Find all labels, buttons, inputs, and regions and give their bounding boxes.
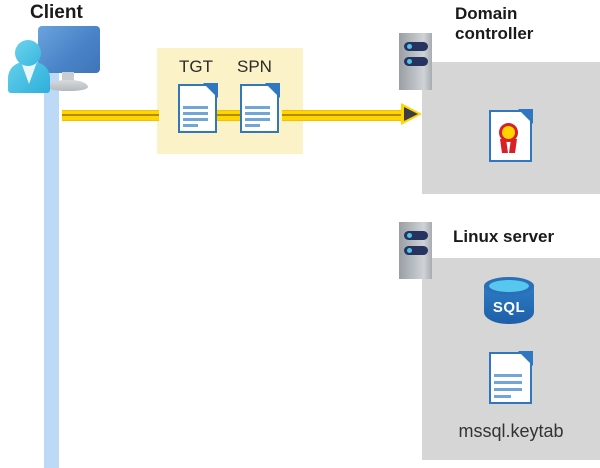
spn-doc-line-1: [245, 106, 270, 109]
certificate-document-fold: [518, 109, 533, 124]
sql-database-icon: SQL: [484, 277, 534, 331]
flow-arrow-segment-left: [62, 110, 159, 121]
keytab-doc-line-3: [494, 388, 522, 391]
keytab-doc-line-1: [494, 374, 522, 377]
dc-server-dot-2: [407, 59, 412, 64]
dc-server-dot-1: [407, 44, 412, 49]
keytab-document-icon: [489, 351, 533, 404]
spn-doc-line-3: [245, 118, 270, 121]
dc-server-slot-1: [404, 42, 428, 51]
linux-server-slot-1: [404, 231, 428, 240]
certificate-seal-icon: [499, 123, 518, 142]
sql-database-label: SQL: [492, 299, 526, 316]
spn-doc-line-4: [245, 124, 260, 127]
flow-arrow-segment-right: [282, 110, 404, 121]
certificate-document-icon: [489, 109, 533, 162]
linux-server-dot-1: [407, 233, 412, 238]
linux-server-title: Linux server: [453, 227, 555, 246]
client-user-monitor-icon: [8, 26, 100, 93]
keytab-doc-line-2: [494, 381, 522, 384]
spn-document-fold: [265, 83, 280, 98]
spn-label: SPN: [237, 57, 272, 76]
linux-server-slot-2: [404, 246, 428, 255]
keytab-filename-label: mssql.keytab: [458, 421, 564, 441]
monitor-screen-icon: [38, 26, 100, 73]
tgt-doc-line-3: [183, 118, 208, 121]
linux-server-icon: [399, 222, 432, 279]
domain-controller-server-icon: [399, 33, 432, 90]
flow-arrow-head-icon: [404, 107, 418, 121]
tgt-doc-line-2: [183, 112, 208, 115]
sql-database-top-inner: [489, 280, 529, 292]
monitor-neck-icon: [62, 72, 74, 82]
client-lifeline: [44, 68, 59, 468]
keytab-document-fold: [518, 351, 533, 366]
person-head-icon: [15, 40, 41, 66]
domain-controller-title: Domain controller: [455, 4, 534, 44]
linux-server-dot-2: [407, 248, 412, 253]
client-title: Client: [30, 2, 83, 23]
keytab-doc-line-4: [494, 395, 511, 398]
tgt-document-icon: [178, 83, 218, 133]
flow-arrow-segment-middle: [213, 110, 241, 121]
tgt-document-fold: [203, 83, 218, 98]
sql-database-top: [484, 277, 534, 295]
monitor-base-icon: [48, 80, 88, 91]
tgt-doc-line-4: [183, 124, 198, 127]
person-collar-icon: [21, 62, 37, 84]
dc-server-slot-2: [404, 57, 428, 66]
spn-document-icon: [240, 83, 280, 133]
tgt-label: TGT: [179, 57, 213, 76]
spn-doc-line-2: [245, 112, 270, 115]
tgt-doc-line-1: [183, 106, 208, 109]
